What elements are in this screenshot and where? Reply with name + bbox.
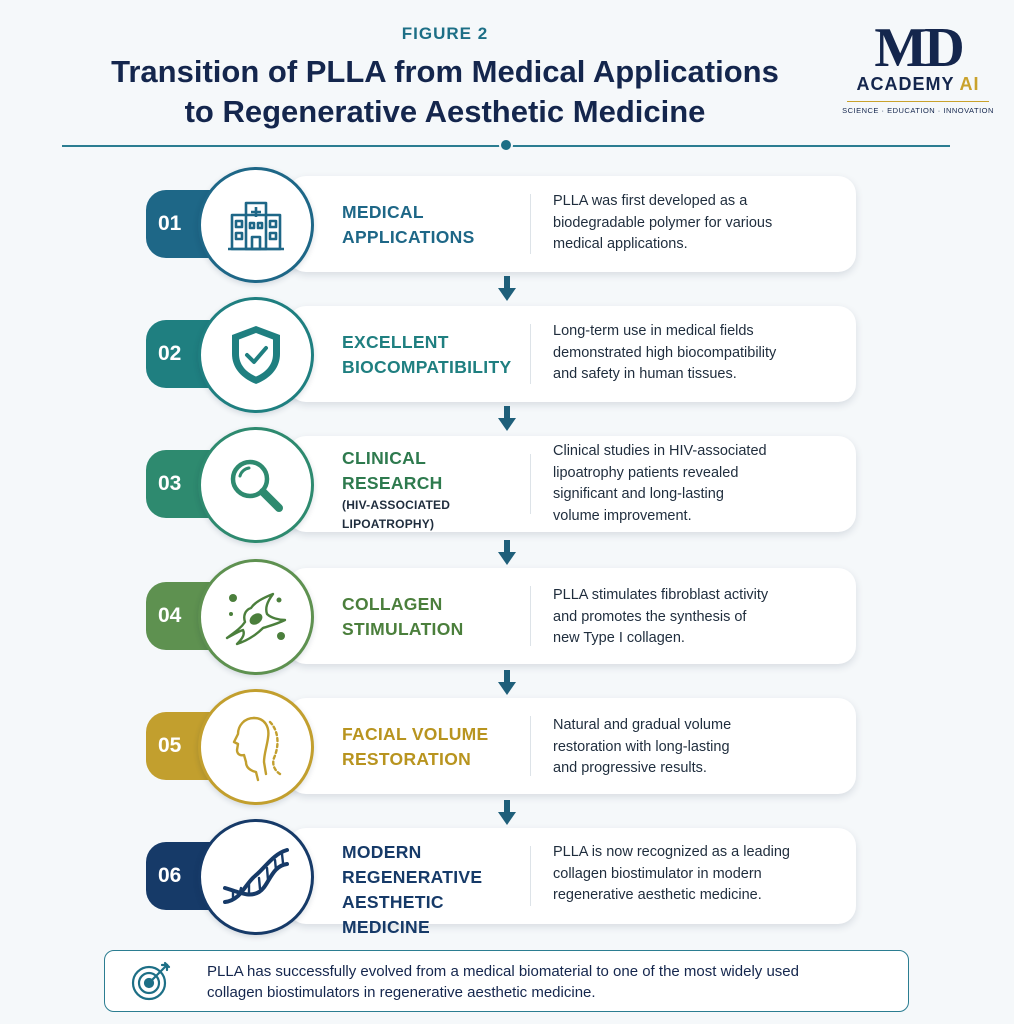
heading-line: COLLAGEN <box>342 594 443 614</box>
card-separator <box>530 846 531 906</box>
logo-ai-text: AI <box>959 74 980 94</box>
card-separator <box>530 324 531 384</box>
step-description: PLLA is now recognized as a leading coll… <box>553 842 843 907</box>
logo-tagline: SCIENCE · EDUCATION · INNOVATION <box>842 106 994 115</box>
heading-line: MEDICAL <box>342 202 424 222</box>
step-06: 06 MODERN REGENERATIVE AESTHETIC MEDICIN… <box>0 819 1014 937</box>
step-01: 01 MEDICAL APPLICATIONS PLLA was first d… <box>0 167 1014 283</box>
desc-line: and safety in human tissues. <box>553 366 737 382</box>
heading-line: APPLICATIONS <box>342 227 475 247</box>
logo-rule <box>847 101 989 102</box>
desc-line: collagen biostimulator in modern <box>553 865 762 882</box>
card-separator <box>530 586 531 646</box>
summary-text: PLLA has successfully evolved from a med… <box>207 961 897 1003</box>
desc-line: PLLA stimulates fibroblast activity <box>553 587 769 603</box>
card-separator <box>530 716 531 776</box>
step-card <box>288 176 856 272</box>
down-arrow-icon <box>498 670 516 695</box>
step-card <box>288 306 856 402</box>
desc-line: PLLA is now recognized as a leading <box>553 844 790 860</box>
step-card <box>288 436 856 532</box>
summary-box: PLLA has successfully evolved from a med… <box>104 950 909 1012</box>
heading-line: AESTHETIC MEDICINE <box>342 892 444 937</box>
step-heading: COLLAGEN STIMULATION <box>342 592 527 642</box>
desc-line: Clinical studies in HIV-associated <box>553 443 767 459</box>
step-description: Clinical studies in HIV-associated lipoa… <box>553 441 843 527</box>
step-card <box>288 828 856 924</box>
logo-academy-text: ACADEMY <box>856 74 955 94</box>
summary-line: collagen biostimulators in regenerative … <box>207 984 596 1001</box>
step-description: Natural and gradual volume restoration w… <box>553 715 843 780</box>
step-heading: MODERN REGENERATIVE AESTHETIC MEDICINE <box>342 840 527 940</box>
step-description: PLLA stimulates fibroblast activity and … <box>553 585 843 650</box>
step-03: 03 CLINICAL RESEARCH (HIV-ASSOCIATED LIP… <box>0 427 1014 543</box>
desc-line: biodegradable polymer for various <box>553 214 773 231</box>
title-line-1: Transition of PLLA from Medical Applicat… <box>111 54 779 89</box>
desc-line: new Type I collagen. <box>553 630 685 646</box>
magnifier-icon <box>230 459 283 512</box>
card-separator <box>530 194 531 254</box>
desc-line: regenerative aesthetic medicine. <box>553 887 762 903</box>
heading-line: STIMULATION <box>342 619 464 639</box>
header: FIGURE 2 Transition of PLLA from Medical… <box>0 0 1014 160</box>
step-icon-circle <box>198 427 314 543</box>
heading-line: BIOCOMPATIBILITY <box>342 357 512 377</box>
face-profile-icon <box>232 716 282 782</box>
heading-line: RESEARCH <box>342 473 443 493</box>
desc-line: volume improvement. <box>553 507 692 524</box>
desc-line: demonstrated high biocompatibility <box>553 344 777 361</box>
down-arrow-icon <box>498 540 516 565</box>
target-icon <box>131 961 171 1001</box>
step-icon-circle <box>198 819 314 935</box>
desc-line: significant and long-lasting <box>553 486 724 502</box>
step-icon-circle <box>198 167 314 283</box>
step-heading: FACIAL VOLUME RESTORATION <box>342 722 527 772</box>
desc-line: PLLA was first developed as a <box>553 193 748 209</box>
desc-line: Natural and gradual volume <box>553 717 732 733</box>
desc-line: and progressive results. <box>553 760 707 776</box>
desc-line: restoration with long-lasting <box>553 738 730 755</box>
step-04: 04 COLLAGEN STIMULATION PLLA stimulates … <box>0 559 1014 675</box>
fibroblast-cell-icon <box>225 592 287 646</box>
logo-mark: MD <box>874 17 964 79</box>
step-02: 02 EXCELLENT BIOCOMPATIBILITY Long-term … <box>0 297 1014 413</box>
step-icon-circle <box>198 689 314 805</box>
heading-line: CLINICAL <box>342 448 427 468</box>
heading-line: MODERN <box>342 842 422 862</box>
heading-line: RESTORATION <box>342 749 472 769</box>
step-icon-circle <box>198 559 314 675</box>
md-academy-logo: MD ACADEMY AI SCIENCE · EDUCATION · INNO… <box>838 20 998 115</box>
shield-check-icon <box>232 326 280 384</box>
step-card <box>288 698 856 794</box>
step-card <box>288 568 856 664</box>
step-heading: CLINICAL RESEARCH (HIV-ASSOCIATED LIPOAT… <box>342 446 527 534</box>
hospital-icon <box>228 201 284 251</box>
heading-line: EXCELLENT <box>342 332 449 352</box>
page-title: Transition of PLLA from Medical Applicat… <box>0 52 890 132</box>
step-heading: EXCELLENT BIOCOMPATIBILITY <box>342 330 527 380</box>
title-line-2: to Regenerative Aesthetic Medicine <box>184 94 706 129</box>
desc-line: medical applications. <box>553 236 688 252</box>
logo-wordmark: ACADEMY AI <box>838 74 998 95</box>
dna-icon <box>223 848 289 904</box>
desc-line: lipoatrophy patients revealed <box>553 464 739 481</box>
summary-line: PLLA has successfully evolved from a med… <box>207 963 799 980</box>
step-icon-circle <box>198 297 314 413</box>
heading-line: REGENERATIVE <box>342 867 483 887</box>
step-description: PLLA was first developed as a biodegrada… <box>553 191 843 256</box>
desc-line: Long-term use in medical fields <box>553 323 754 339</box>
down-arrow-icon <box>498 276 516 301</box>
desc-line: and promotes the synthesis of <box>553 608 747 625</box>
figure-label: FIGURE 2 <box>401 24 489 43</box>
step-05: 05 FACIAL VOLUME RESTORATION Natural and… <box>0 689 1014 805</box>
step-heading: MEDICAL APPLICATIONS <box>342 200 527 250</box>
step-description: Long-term use in medical fields demonstr… <box>553 321 843 386</box>
heading-line: FACIAL VOLUME <box>342 724 489 744</box>
divider-dot <box>499 138 513 152</box>
heading-subline: (HIV-ASSOCIATED <box>342 498 451 512</box>
down-arrow-icon <box>498 406 516 431</box>
heading-subline: LIPOATROPHY) <box>342 517 435 531</box>
down-arrow-icon <box>498 800 516 825</box>
card-separator <box>530 454 531 514</box>
